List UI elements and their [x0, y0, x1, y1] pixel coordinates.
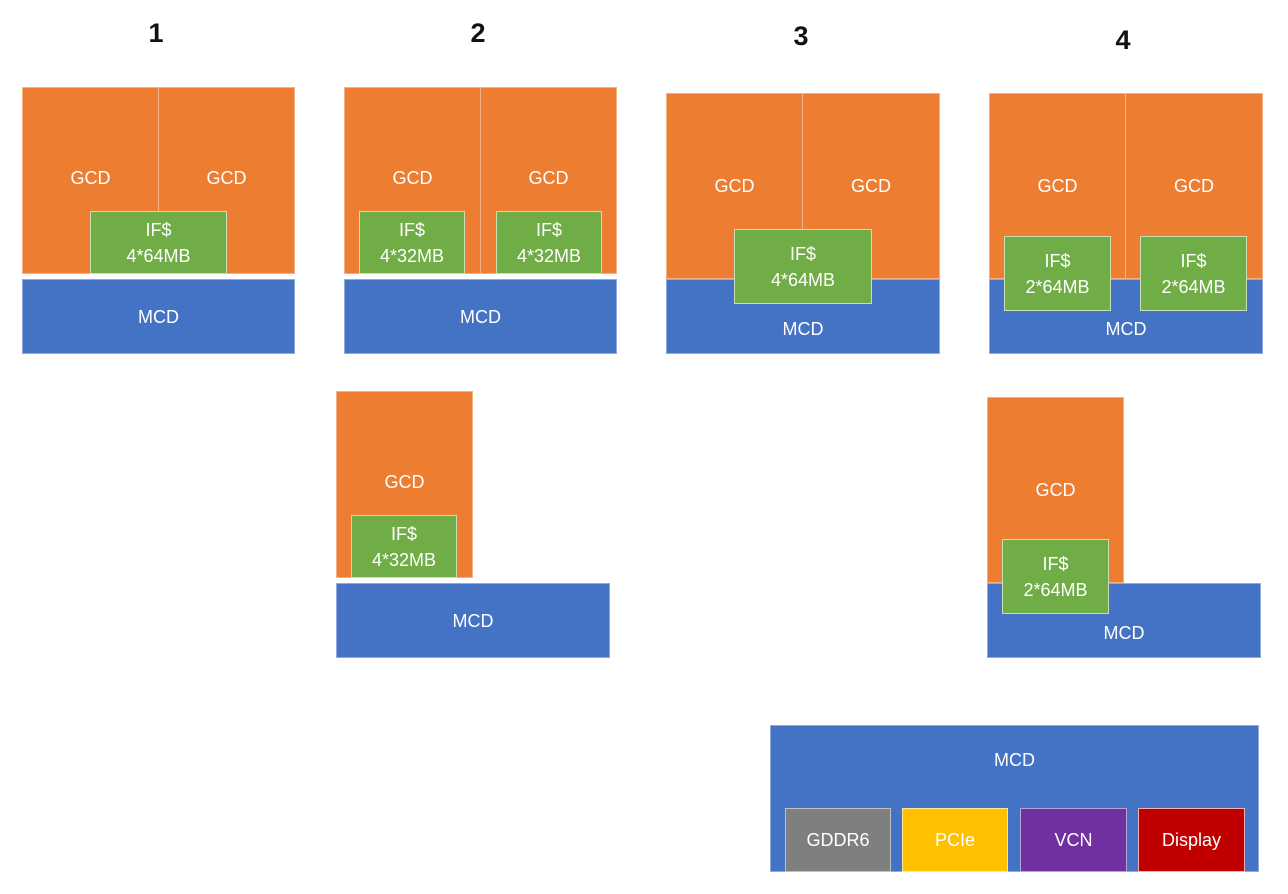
mcd-detail-title: MCD [994, 750, 1035, 770]
gcd-label: GCD [1037, 176, 1078, 196]
mcd-label: MCD [1105, 319, 1147, 339]
ifc-label: IF$ [1042, 553, 1069, 574]
option4-single-infinity-cache: IF$ 2*64MB [1002, 539, 1109, 614]
option4-infinity-cache-left: IF$ 2*64MB [1004, 236, 1111, 311]
gcd-label: GCD [714, 176, 755, 196]
ifc-capacity: 2*64MB [1023, 579, 1088, 600]
pcie-label: PCIe [934, 830, 976, 850]
gcd-label: GCD [70, 167, 111, 188]
ifc-label: IF$ [145, 219, 172, 240]
mcd-label: MCD [782, 319, 824, 339]
option-2-number: 2 [470, 18, 486, 48]
pcie-block: PCIe [902, 808, 1008, 872]
ifc-capacity: 4*32MB [516, 245, 582, 266]
ifc-label: IF$ [1180, 250, 1207, 271]
gcd-label: GCD [528, 167, 569, 188]
gcd-label: GCD [392, 167, 433, 188]
ifc-capacity: 4*32MB [371, 549, 437, 570]
option-4-number: 4 [1115, 25, 1131, 55]
option3-infinity-cache: IF$ 4*64MB [734, 229, 872, 304]
gcd-label: GCD [1174, 176, 1214, 196]
gcd-label: GCD [384, 471, 425, 492]
display-label: Display [1161, 830, 1222, 850]
vcn-block: VCN [1020, 808, 1127, 872]
vcn-label: VCN [1054, 830, 1093, 850]
gcd-label: GCD [206, 167, 247, 188]
ifc-capacity: 4*32MB [379, 245, 445, 266]
gddr6-label: GDDR6 [806, 830, 870, 850]
mcd-label: MCD [452, 610, 494, 631]
option2-single-infinity-cache: IF$ 4*32MB [351, 515, 457, 578]
gddr6-block: GDDR6 [785, 808, 891, 872]
ifc-label: IF$ [1044, 250, 1071, 271]
mcd-label: MCD [460, 306, 501, 327]
ifc-capacity: 2*64MB [1025, 276, 1090, 297]
ifc-capacity: 4*64MB [126, 245, 191, 266]
mcd-label: MCD [1103, 623, 1145, 643]
ifc-label: IF$ [535, 219, 562, 240]
gcd-label: GCD [851, 176, 891, 196]
ifc-label: IF$ [789, 243, 816, 264]
ifc-capacity: 4*64MB [770, 269, 836, 290]
option2-mcd: MCD [344, 279, 617, 354]
gcd-label: GCD [1035, 480, 1076, 500]
mcd-label: MCD [138, 306, 179, 327]
option2-single-mcd: MCD [336, 583, 610, 658]
option1-infinity-cache: IF$ 4*64MB [90, 211, 227, 274]
option-3-number: 3 [793, 21, 809, 51]
ifc-capacity: 2*64MB [1161, 276, 1226, 297]
option1-mcd: MCD [22, 279, 295, 354]
option-1-number: 1 [148, 18, 164, 48]
option2-infinity-cache-right: IF$ 4*32MB [496, 211, 602, 274]
ifc-label: IF$ [398, 219, 425, 240]
option2-infinity-cache-left: IF$ 4*32MB [359, 211, 465, 274]
ifc-label: IF$ [390, 523, 417, 544]
option4-infinity-cache-right: IF$ 2*64MB [1140, 236, 1247, 311]
display-block: Display [1138, 808, 1245, 872]
